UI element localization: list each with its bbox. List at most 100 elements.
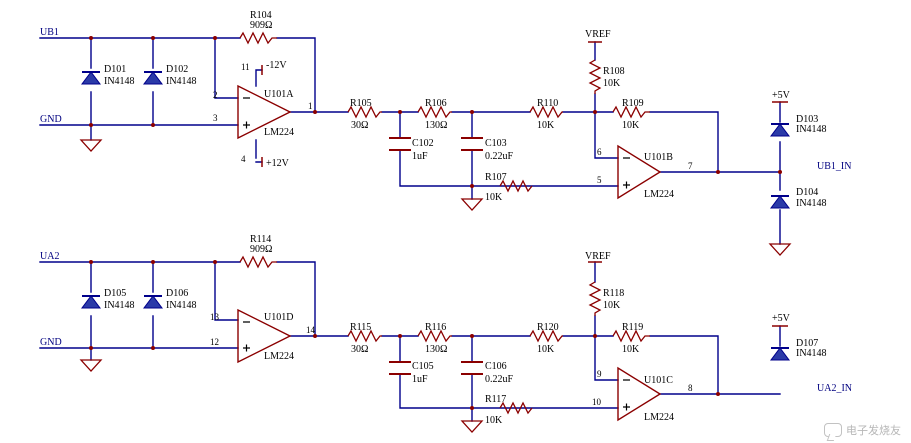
net-label-pos12v: +12V	[266, 158, 290, 169]
part-U101D: LM224	[264, 351, 294, 362]
opamp-U101B	[617, 144, 662, 200]
resistor-R115	[347, 329, 382, 343]
diode-D106	[143, 295, 163, 309]
resistor-R120	[529, 329, 563, 343]
ref-R117: R117	[485, 394, 506, 405]
diode-D107	[770, 347, 790, 361]
resistor-R116	[417, 329, 452, 343]
ref-C105: C105	[412, 361, 434, 372]
value-R109: 10K	[622, 120, 640, 131]
pin-number: 3	[213, 113, 218, 123]
ref-D101: D101	[104, 64, 126, 75]
net-label-ua2: UA2	[40, 251, 59, 262]
ref-R109: R109	[622, 98, 644, 109]
value-R107: 10K	[485, 192, 503, 203]
chat-bubble-icon	[824, 423, 842, 437]
ref-R119: R119	[622, 322, 643, 333]
resistor-R119	[612, 329, 650, 343]
ref-R106: R106	[425, 98, 447, 109]
part-U101C: LM224	[644, 412, 674, 423]
opamp-U101C	[617, 366, 662, 422]
value-R106: 130Ω	[425, 120, 447, 131]
net-label-neg12v: -12V	[266, 60, 287, 71]
resistor-R118	[588, 281, 602, 316]
ref-R116: R116	[425, 322, 446, 333]
net-label-5v: +5V	[772, 313, 791, 324]
part-D104: IN4148	[796, 198, 827, 209]
value-R114: 909Ω	[250, 244, 272, 255]
resistor-R106	[417, 105, 452, 119]
resistor-R108	[588, 59, 602, 94]
ref-C106: C106	[485, 361, 507, 372]
pin-number: 5	[597, 175, 602, 185]
resistor-R110	[529, 105, 563, 119]
pin-number: 11	[241, 62, 250, 72]
diode-D105	[81, 295, 101, 309]
ref-R107: R107	[485, 172, 507, 183]
resistor-R117	[499, 401, 533, 415]
net-label-gnd: GND	[40, 114, 62, 125]
ground-symbol	[80, 139, 102, 152]
value-R108: 10K	[603, 78, 621, 89]
pin-number: 6	[597, 147, 602, 157]
part-D105: IN4148	[104, 300, 135, 311]
value-R116: 130Ω	[425, 344, 447, 355]
pin-number: 9	[597, 369, 602, 379]
part-D103: IN4148	[796, 124, 827, 135]
ground-symbol	[461, 198, 483, 211]
net-label-ub1: UB1	[40, 27, 59, 38]
net-label-ua2-in: UA2_IN	[817, 383, 852, 394]
net-label-ub1-in: UB1_IN	[817, 161, 851, 172]
part-U101A: LM224	[264, 127, 294, 138]
ref-D103: D103	[796, 114, 818, 125]
pin-number: 8	[688, 383, 693, 393]
ref-D102: D102	[166, 64, 188, 75]
part-D101: IN4148	[104, 76, 135, 87]
ref-C103: C103	[485, 138, 507, 149]
resistor-R105	[347, 105, 382, 119]
pin-number: 4	[241, 154, 246, 164]
capacitor-C106	[461, 361, 483, 375]
resistor-R107	[499, 179, 533, 193]
ref-R105: R105	[350, 98, 372, 109]
value-R105: 30Ω	[351, 120, 368, 131]
value-C102: 1uF	[412, 151, 428, 162]
pin-number: 2	[213, 90, 218, 100]
diode-D103	[770, 123, 790, 137]
ref-D107: D107	[796, 338, 818, 349]
pin-number: 14	[306, 325, 316, 335]
pin-number: 10	[592, 397, 602, 407]
opamp-U101A	[237, 84, 292, 140]
pin-number: 1	[308, 101, 313, 111]
watermark-text: 电子发烧友	[846, 424, 901, 437]
ref-R104: R104	[250, 10, 272, 21]
value-R117: 10K	[485, 415, 503, 426]
resistor-R114	[239, 255, 277, 269]
net-label-vref: VREF	[585, 251, 611, 262]
value-R110: 10K	[537, 120, 555, 131]
ref-R120: R120	[537, 322, 559, 333]
value-C103: 0.22uF	[485, 151, 514, 162]
ground-symbol	[461, 420, 483, 433]
ref-R114: R114	[250, 234, 271, 245]
opamp-U101D	[237, 308, 292, 364]
ref-D106: D106	[166, 288, 188, 299]
net-label-gnd: GND	[40, 337, 62, 348]
ref-D104: D104	[796, 187, 818, 198]
part-U101B: LM224	[644, 189, 674, 200]
ground-symbol	[769, 243, 791, 256]
ref-D105: D105	[104, 288, 126, 299]
value-R119: 10K	[622, 344, 640, 355]
capacitor-C102	[389, 137, 411, 151]
ref-U101B: U101B	[644, 152, 673, 163]
value-C105: 1uF	[412, 374, 428, 385]
value-R104: 909Ω	[250, 20, 272, 31]
ref-U101D: U101D	[264, 312, 293, 323]
ref-U101A: U101A	[264, 89, 294, 100]
net-label-5v: +5V	[772, 90, 791, 101]
ref-U101C: U101C	[644, 375, 673, 386]
ref-R108: R108	[603, 66, 625, 77]
ref-R115: R115	[350, 322, 371, 333]
diode-D102	[143, 71, 163, 85]
